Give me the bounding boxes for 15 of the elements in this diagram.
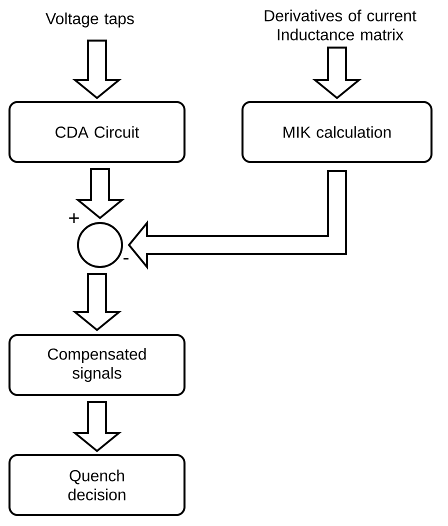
summing-circle: [77, 222, 123, 268]
block-arrow: [128, 170, 347, 270]
process-box: MIK calculation: [242, 101, 432, 163]
process-box: Quench decision: [8, 454, 186, 516]
block-arrow: [75, 168, 125, 220]
block-arrow: [72, 401, 122, 452]
block-arrow: [72, 273, 122, 332]
process-box: CDA Circuit: [8, 101, 186, 163]
block-arrow: [312, 46, 362, 100]
caption-text: Derivatives of current Inductance matrix: [264, 10, 416, 40]
sign-label: +: [69, 213, 79, 223]
sign-label: -: [124, 258, 128, 260]
caption-text: Voltage taps: [46, 12, 134, 28]
block-arrow: [72, 40, 122, 100]
process-box: Compensated signals: [8, 334, 186, 396]
